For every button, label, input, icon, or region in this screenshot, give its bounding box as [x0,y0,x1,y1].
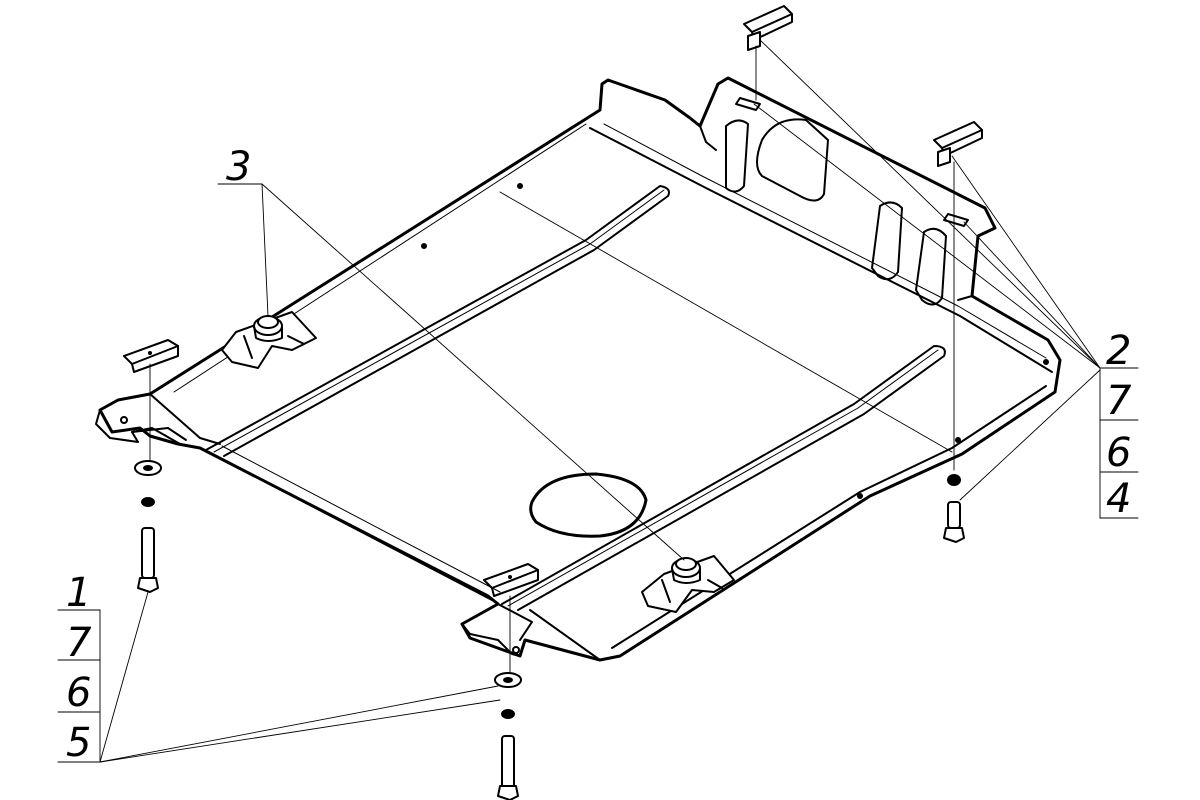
rear-wall-slot [871,201,903,281]
flange-front-left-step [131,427,187,441]
callout-label: 7 [66,620,92,666]
rear-mount-hole [943,213,969,227]
rear-wall-opening [756,118,829,202]
drain-hole [857,493,863,499]
front-edge-inner-2 [221,445,501,593]
right-edge-inner [611,385,1047,649]
rear-wall-notch-right [957,295,973,301]
flange-front-right [461,623,521,657]
fastener-front [494,595,522,800]
callout-3: 3 [226,144,251,190]
front-edge-inner [211,453,493,601]
clip-nut-rear [743,5,793,51]
clip-plate [483,563,539,597]
callout-stack-left: 1 7 6 5 [57,570,101,766]
callout-label: 6 [1106,430,1131,476]
leader-lines [99,39,1101,763]
fastener-rear-right [943,161,965,543]
callout-label: 3 [226,144,251,190]
fastener-left [134,363,162,593]
rear-wall-slot [915,227,947,306]
stiffening-rib-right-inner [507,349,939,607]
flange-hole [120,416,128,424]
drain-hole [955,437,961,443]
rear-mount-hole [735,97,761,111]
drain-hole [517,183,523,189]
stiffening-rib-right [501,345,946,611]
callout-label: 4 [1106,476,1131,522]
callout-stack-right: 2 7 6 4 [1099,328,1139,522]
front-right-bend [529,609,601,661]
rear-wall-notch [699,125,717,151]
callout-label: 7 [1106,378,1132,424]
rear-wall-slot [725,119,749,193]
flange-hole [512,646,520,654]
stiffening-rib-left [205,185,670,457]
callout-label: 2 [1106,328,1131,374]
inspection-hole [529,472,648,538]
bracket-left [221,311,317,369]
flange-front-right-step [497,603,533,641]
rear-wall-fold [589,127,1053,373]
clip-plate [123,339,179,373]
drain-hole [421,243,427,249]
callout-label: 1 [66,570,91,616]
front-left-bend [149,393,221,445]
callout-label: 6 [66,670,91,716]
rear-wall-fold-2 [603,123,1047,359]
drain-hole [1043,359,1049,365]
clip-nut-rear [933,121,983,167]
bracket-right [641,555,735,613]
flange-front-left [95,409,181,445]
callout-label: 5 [66,720,91,766]
